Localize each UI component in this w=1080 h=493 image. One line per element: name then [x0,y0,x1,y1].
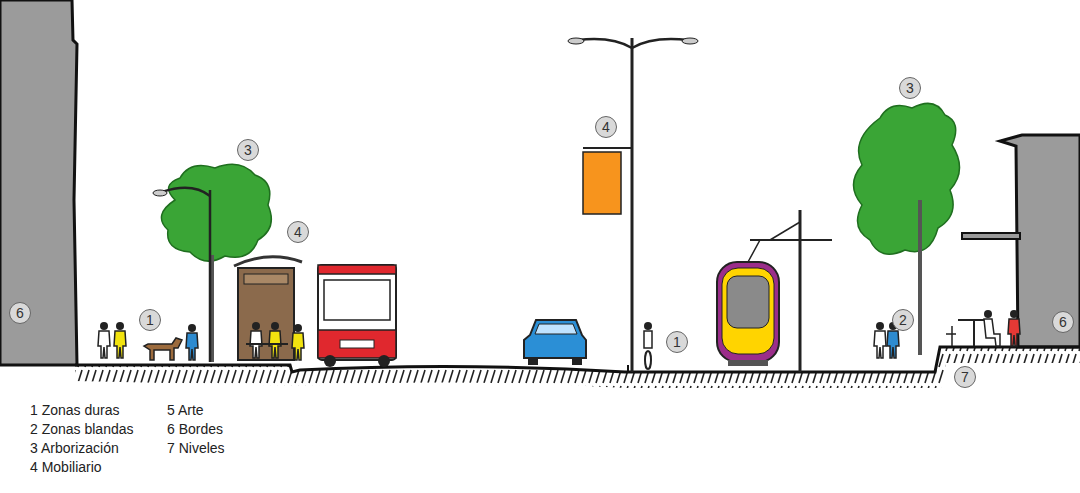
cyclist [644,322,652,369]
legend-item: 4 Mobiliario [30,459,102,476]
callout-circle: 4 [595,116,617,138]
callout-number: 1 [146,313,154,327]
callout-circle: 3 [237,139,259,161]
callout-circle: 1 [139,309,161,331]
curb [627,365,629,372]
callout-number: 3 [244,143,252,157]
balcony [962,233,1020,239]
person [114,322,126,358]
building-right [1000,135,1080,347]
legend-item: 5 Arte [167,402,204,419]
tree-right [854,103,960,355]
person [292,324,304,360]
tram [717,240,779,366]
callout-circle: 4 [287,221,309,243]
banner [583,152,621,214]
callout-circle: 6 [9,302,31,324]
person [98,322,110,358]
callout-number: 4 [294,225,302,239]
callout-number: 7 [961,370,969,384]
callout-circle: 7 [954,366,976,388]
callout-circle: 6 [1052,311,1074,333]
callout-number: 4 [602,120,610,134]
tree-left [161,164,271,362]
callout-circle: 2 [892,309,914,331]
legend-item: 1 Zonas duras [30,402,120,419]
callout-number: 1 [673,335,681,349]
legend-item: 3 Arborización [30,440,119,457]
bus [318,265,396,367]
street-lamp [568,38,698,372]
legend-item: 2 Zonas blandas [30,421,134,438]
cafe [946,310,1020,346]
callout-number: 3 [906,81,914,95]
legend-item: 7 Niveles [167,440,225,457]
lamp-left [153,188,210,362]
dog [144,338,182,360]
callout-number: 6 [16,306,24,320]
catenary-pole [750,210,832,372]
callout-number: 2 [899,313,907,327]
legend-item: 6 Bordes [167,421,223,438]
person [874,322,886,358]
callout-number: 6 [1059,315,1067,329]
person [186,324,198,360]
building-left [0,0,77,365]
car [524,320,586,365]
callout-circle: 1 [666,331,688,353]
callout-circle: 3 [899,77,921,99]
